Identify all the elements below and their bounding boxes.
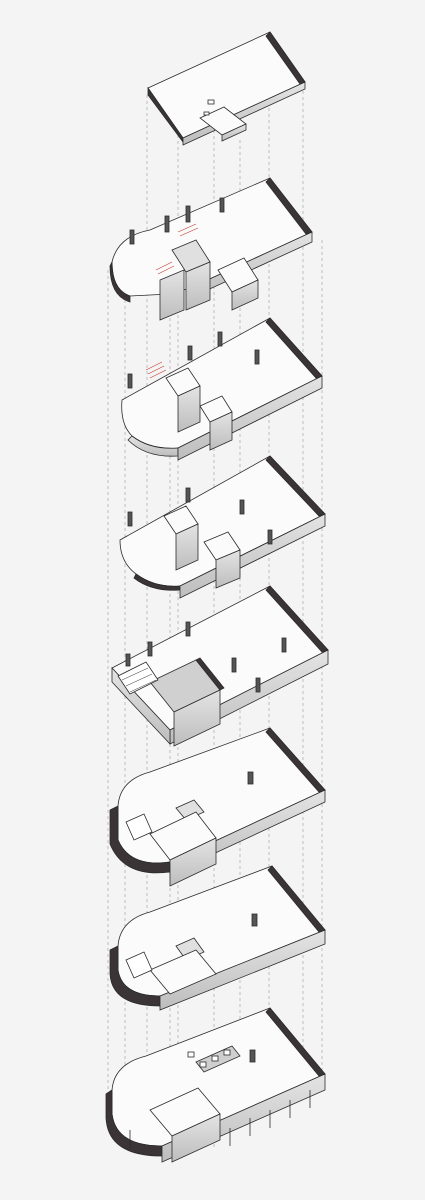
level-5 [121,317,323,461]
stair-accent [145,361,167,379]
level-1 [109,865,326,1011]
level-ground [105,1007,326,1163]
level-2 [109,727,326,887]
level-roof [147,31,306,146]
level-4 [119,455,326,599]
level-6 [109,177,313,321]
stair-accent [155,223,199,275]
level-3 [111,585,329,747]
ground-pilotis [129,1090,311,1148]
